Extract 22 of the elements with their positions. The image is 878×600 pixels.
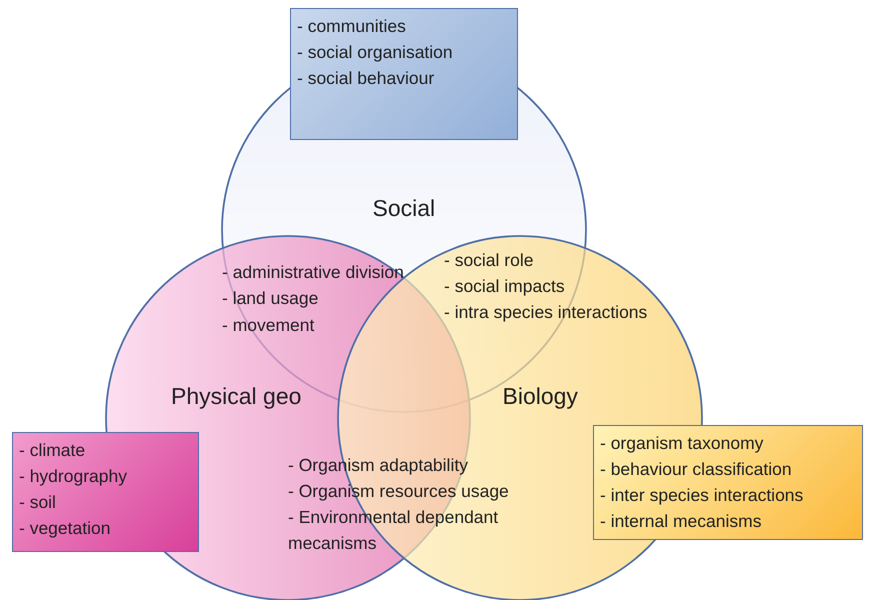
topic-box (12, 432, 199, 552)
topic-box (593, 425, 863, 540)
list-item: - communities (297, 15, 407, 38)
list-item: - social behaviour (297, 67, 436, 90)
list-item: - hydrography (19, 465, 128, 488)
list-item: - organism taxonomy (600, 432, 764, 455)
topic-box (290, 8, 518, 140)
overlap-item: - social impacts (444, 275, 565, 298)
overlap-item: - land usage (222, 287, 318, 310)
list-item: - vegetation (19, 517, 112, 540)
list-item: - climate (19, 439, 86, 462)
overlap-item: - movement (222, 314, 314, 337)
list-item: - social organisation (297, 41, 454, 64)
set-label: Social (372, 194, 436, 222)
set-label: Physical geo (171, 382, 302, 410)
list-item: - soil (19, 491, 57, 514)
overlap-item: - social role (444, 249, 534, 272)
overlap-item: - intra species interactions (444, 301, 648, 324)
set-label: Biology (502, 382, 578, 410)
list-item: - internal mecanisms (600, 510, 762, 533)
list-item: - inter species interactions (600, 484, 804, 507)
list-item: - behaviour classification (600, 458, 793, 481)
